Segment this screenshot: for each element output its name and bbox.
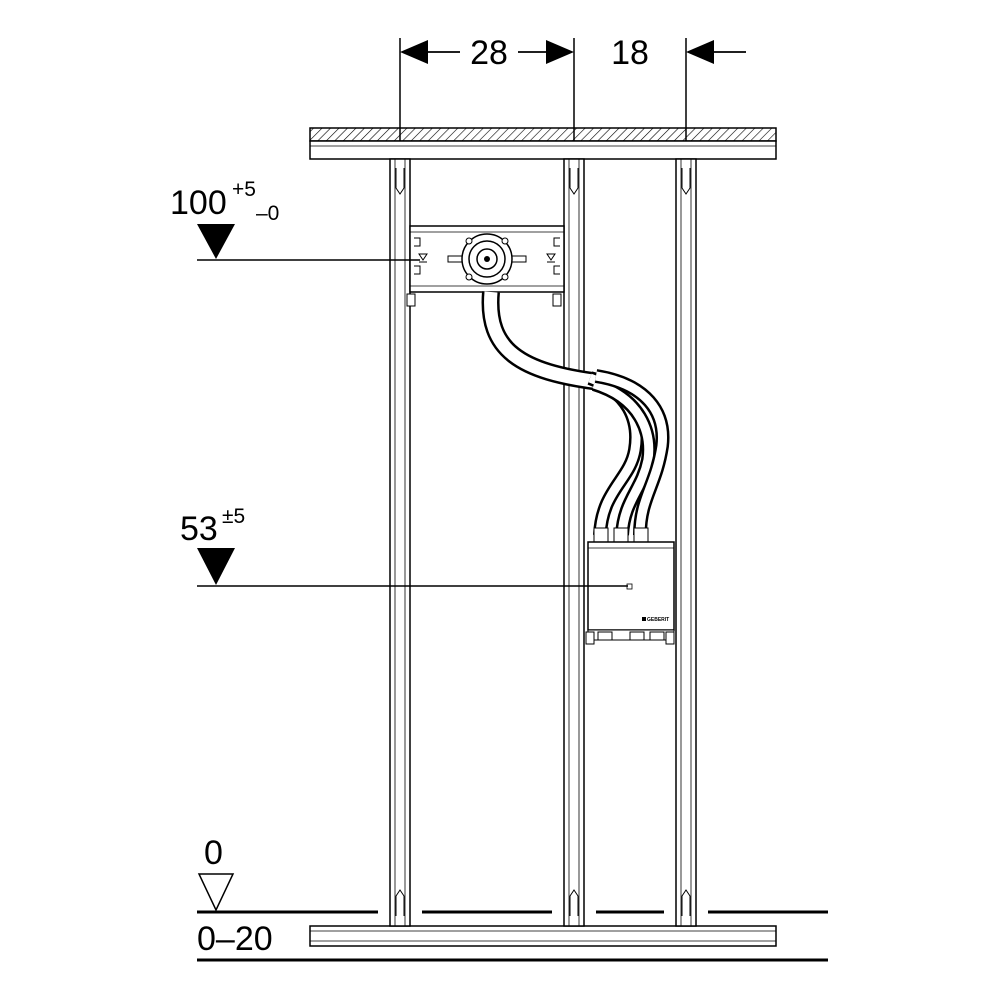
level-triangle-outline-icon <box>197 873 235 912</box>
level-100-sup: +5 <box>232 178 256 201</box>
brand-label: GEBERIT <box>647 617 669 623</box>
level-marker-0-20: 0–20 <box>197 920 828 962</box>
mounting-bracket <box>406 225 565 307</box>
arrow-right-icon <box>546 40 574 64</box>
stud-middle <box>563 158 585 927</box>
level-marker-100: 100 +5 –0 <box>170 178 420 261</box>
level-53-sup: ±5 <box>222 505 245 528</box>
stud-right <box>675 158 697 927</box>
level-mark-icon <box>546 253 556 261</box>
level-53-value: 53 <box>180 510 218 548</box>
brand-logo-icon <box>642 617 646 621</box>
arrow-left-icon <box>400 40 428 64</box>
level-0-value: 0 <box>204 834 223 872</box>
ceiling-slab <box>309 127 777 160</box>
level-marker-53: 53 ±5 <box>180 505 628 587</box>
level-mark-icon <box>418 253 428 261</box>
arrow-left-icon <box>686 40 714 64</box>
level-marker-0: 0 <box>197 834 828 914</box>
stud-left <box>389 158 411 927</box>
level-triangle-filled-icon <box>197 224 235 259</box>
level-triangle-filled-icon <box>197 548 235 585</box>
level-100-sub: –0 <box>256 202 279 225</box>
floor-rail <box>309 925 777 947</box>
level-0-20-value: 0–20 <box>197 920 273 958</box>
dimension-label-18: 18 <box>611 34 649 72</box>
pipe-bundle <box>481 291 670 536</box>
top-dimension: 28 18 <box>399 34 746 152</box>
outlet-fitting <box>461 233 513 285</box>
level-100-value: 100 <box>170 184 227 222</box>
dimension-label-28: 28 <box>470 34 508 72</box>
